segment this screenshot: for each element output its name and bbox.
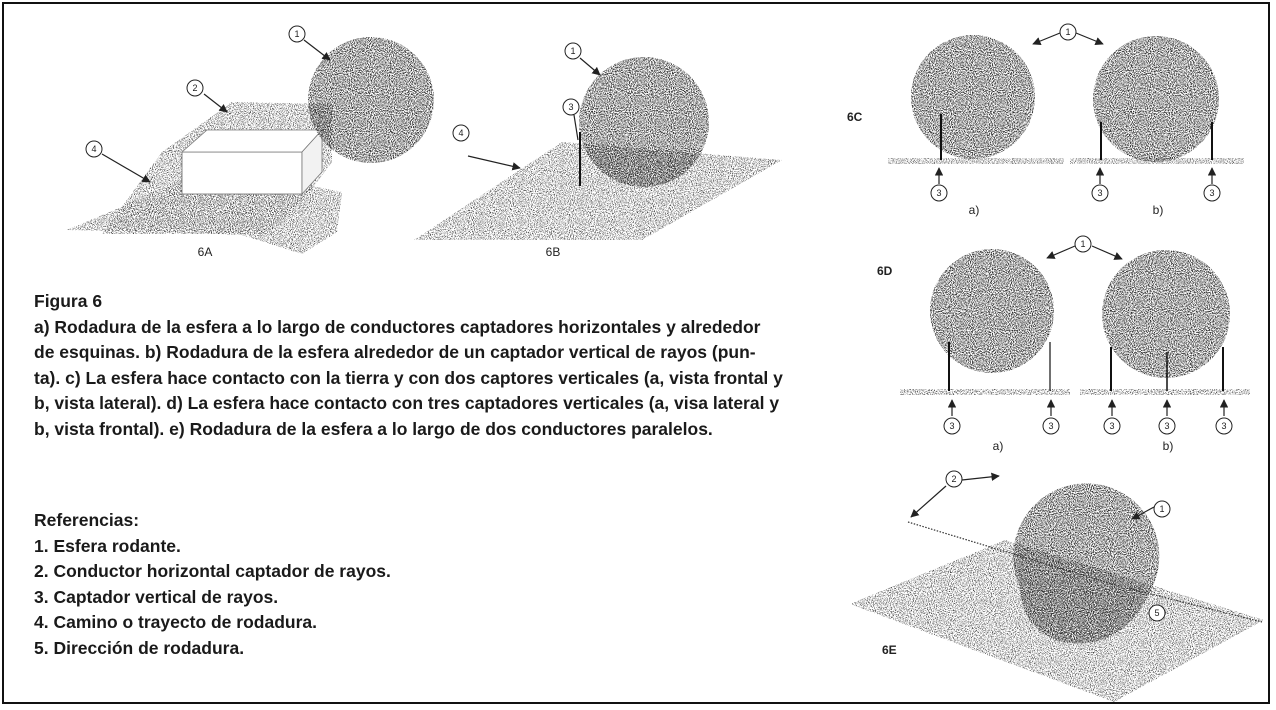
figure-label-6e: 6E — [882, 643, 897, 657]
rolling-sphere — [1102, 250, 1230, 378]
marker-3-6b: 3 — [562, 98, 580, 116]
figure-caption: Figura 6 a) Rodadura de la esfera a lo l… — [34, 289, 874, 442]
figure-6a: 1 2 4 6A — [67, 25, 434, 259]
building-box — [181, 151, 303, 195]
svg-text:4: 4 — [91, 144, 96, 154]
figure-6d: 6D 1 3 — [877, 235, 1250, 453]
marker-3-6c: 3 — [930, 184, 948, 202]
sub-label-b-6d: b) — [1163, 439, 1174, 453]
rolling-sphere — [1093, 36, 1219, 162]
caption-line: b, vista lateral). d) La esfera hace con… — [34, 393, 780, 413]
rolling-sphere — [911, 35, 1035, 159]
ground-line — [1080, 389, 1250, 395]
marker-1-6e: 1 — [1153, 500, 1171, 518]
rolling-sphere — [930, 249, 1054, 373]
figure-label-6a: 6A — [198, 245, 213, 259]
ground-line — [900, 389, 1070, 395]
reference-item: 2. Conductor horizontal captador de rayo… — [34, 561, 391, 581]
svg-text:3: 3 — [936, 188, 941, 198]
marker-3-6d: 3 — [1042, 417, 1060, 435]
references-list: Referencias: 1. Esfera rodante. 2. Condu… — [34, 508, 634, 661]
marker-5-6e: 5 — [1148, 604, 1166, 622]
marker-3-6d: 3 — [1103, 417, 1121, 435]
caption-line: ta). c) La esfera hace contacto con la t… — [34, 367, 783, 388]
reference-item: 4. Camino o trayecto de rodadura. — [34, 612, 317, 632]
marker-2-6e: 2 — [945, 470, 963, 488]
svg-text:3: 3 — [1221, 421, 1226, 431]
sub-label-a-6d: a) — [993, 439, 1004, 453]
marker-1-6b: 1 — [564, 42, 582, 60]
svg-text:3: 3 — [1097, 188, 1102, 198]
sub-label-b-6c: b) — [1153, 203, 1164, 217]
marker-3-6d: 3 — [1158, 417, 1176, 435]
references-heading: Referencias: — [34, 510, 140, 530]
svg-text:1: 1 — [294, 29, 299, 39]
svg-text:3: 3 — [1164, 421, 1169, 431]
marker-1-6c: 1 — [1059, 23, 1077, 41]
svg-text:1: 1 — [570, 46, 575, 56]
svg-text:2: 2 — [192, 83, 197, 93]
svg-text:1: 1 — [1065, 27, 1070, 37]
sub-label-a-6c: a) — [969, 203, 980, 217]
diagram-canvas: 1 2 4 6A 1 3 — [67, 23, 1264, 702]
marker-1-6d: 1 — [1074, 235, 1092, 253]
figure-label-6b: 6B — [546, 245, 561, 259]
reference-item: 5. Dirección de rodadura. — [34, 637, 245, 658]
figure-label-6d: 6D — [877, 264, 893, 278]
svg-text:4: 4 — [458, 128, 463, 138]
svg-text:3: 3 — [568, 102, 573, 112]
caption-line: a) Rodadura de la esfera a lo largo de c… — [34, 316, 761, 337]
svg-text:3: 3 — [1109, 421, 1114, 431]
rolling-sphere — [308, 37, 434, 163]
svg-text:1: 1 — [1080, 239, 1085, 249]
marker-4-6a: 4 — [85, 140, 103, 158]
marker-3-6c: 3 — [1203, 184, 1221, 202]
svg-text:1: 1 — [1159, 504, 1164, 514]
rolling-sphere — [1013, 483, 1160, 644]
svg-text:3: 3 — [949, 421, 954, 431]
caption-title: Figura 6 — [34, 291, 103, 311]
figure-6e: 1 2 5 6E — [850, 470, 1264, 702]
figure-6b: 1 3 4 6B — [414, 42, 782, 259]
marker-3-6d: 3 — [943, 417, 961, 435]
marker-4-6b: 4 — [452, 124, 470, 142]
figure-label-6c: 6C — [847, 110, 863, 124]
svg-text:3: 3 — [1048, 421, 1053, 431]
horizontal-conductor — [1126, 587, 1263, 623]
figure-6c: 6C 1 3 3 — [847, 23, 1244, 217]
svg-text:2: 2 — [951, 474, 956, 484]
reference-item: 3. Captador vertical de rayos. — [34, 586, 279, 607]
caption-line: de esquinas. b) Rodadura de la esfera al… — [34, 342, 756, 362]
reference-item: 1. Esfera rodante. — [34, 535, 181, 556]
svg-text:5: 5 — [1154, 608, 1159, 618]
ground-line — [888, 158, 1064, 164]
marker-1-6a: 1 — [288, 25, 306, 43]
marker-3-6c: 3 — [1091, 184, 1109, 202]
rolling-sphere — [579, 57, 709, 187]
marker-3-6d: 3 — [1215, 417, 1233, 435]
svg-text:3: 3 — [1209, 188, 1214, 198]
marker-2-6a: 2 — [186, 79, 204, 97]
caption-line: b, vista frontal). e) Rodadura de la esf… — [34, 418, 713, 439]
